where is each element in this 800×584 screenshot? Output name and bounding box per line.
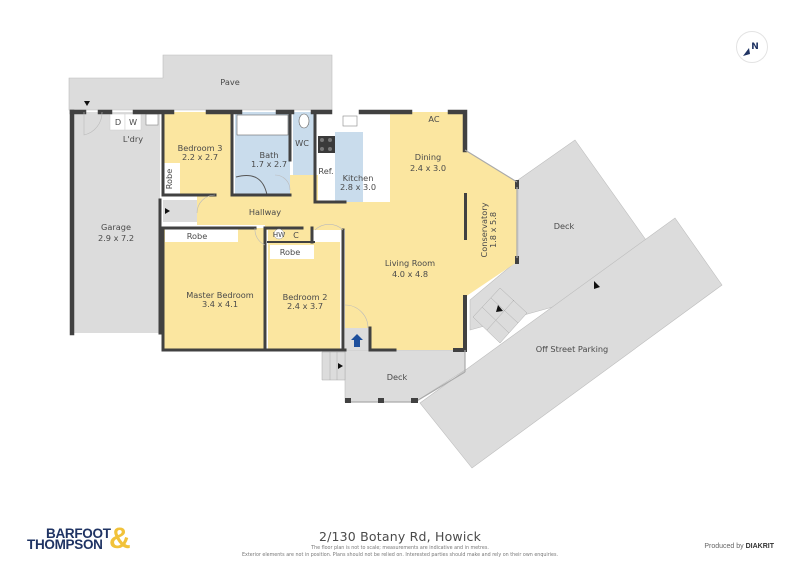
conservatory-divider [464,193,467,240]
room-label-garage: Garage [101,222,131,232]
dryer-label: D [115,117,121,127]
garage-door-arrow-icon [84,101,90,106]
room-label-front-deck: Deck [387,372,408,382]
exterior-areas [68,54,723,469]
robe-b3 [164,163,180,195]
property-address: 2/130 Botany Rd, Howick [318,529,482,544]
agency-name-line1: BARFOOT [46,526,111,541]
direction-arrows [84,101,600,369]
entry-arrow-icon [351,334,363,347]
garage-floor [72,112,160,333]
parking-arrow-icon [594,281,600,289]
agency-name-line2: THOMPSON [27,537,103,552]
toilet [298,113,310,129]
room-label-living: Living Room [385,258,435,268]
room-size-garage: 2.9 x 7.2 [98,233,134,243]
room-size-bedroom3: 2.2 x 2.7 [182,152,218,162]
room-label-wc: WC [295,138,309,148]
windows [345,149,518,403]
room-size-living: 4.0 x 4.8 [392,269,428,279]
room-label-bedroom2: Bedroom 2 [283,292,328,302]
room-label-bedroom3: Bedroom 3 [178,143,223,153]
room-size-dining: 2.4 x 3.0 [410,163,446,173]
disclaimer-line2: Exterior elements are not in position. P… [241,553,559,558]
room-label-hallway: Hallway [249,207,281,217]
room-size-bedroom2: 2.4 x 3.7 [287,301,323,311]
shower-curve [235,175,268,196]
living-left-strip [315,202,390,230]
front-steps [321,351,346,381]
aircon-label: AC [428,114,439,124]
disclaimer-line1: The floor plan is not to scale; measurem… [311,546,489,551]
pave-area [68,54,333,111]
walls [69,109,519,352]
room-label-pave: Pave [220,77,239,87]
hot-water-icon-label: HW [273,230,286,239]
robe-master-label: Robe [187,231,208,241]
robe-b3-label: Robe [164,169,174,190]
cooktop [318,136,335,153]
fixtures [109,113,467,259]
hall-entry [163,200,197,222]
svg-text:N: N [751,42,759,52]
producer-name: DIAKRIT [745,543,774,550]
room-label-dining: Dining [415,152,441,162]
room-size-conservatory: 1.8 x 5.8 [488,212,498,248]
room-label-kitchen: Kitchen [343,173,374,183]
washer-label: W [129,117,137,127]
kitchen-floor [335,132,363,202]
north-arrow-icon: N [743,42,759,56]
produced-by: Produced by DIAKRIT [704,543,774,550]
robe-master [165,229,238,242]
compass: N [736,31,768,63]
front-steps-arrow-icon [338,363,343,369]
bedroom2-floor [268,242,340,350]
agency-ampersand: & [109,522,131,555]
room-size-master: 3.4 x 4.1 [202,299,238,309]
room-size-bath: 1.7 x 2.7 [251,159,287,169]
bathtub [236,114,289,136]
master-floor [163,228,265,350]
hall-entry-arrow-icon [165,208,170,214]
laundry-sink [145,113,159,126]
room-label-laundry: L'dry [123,134,143,144]
deck-posts [345,398,418,403]
fridge-label: Ref. [318,166,333,176]
kitchen-sink [342,115,358,127]
room-label-master: Master Bedroom [186,290,254,300]
robe-b2 [270,245,314,259]
room-label-side-deck: Deck [554,221,575,231]
room-label-bath: Bath [259,150,278,160]
parking-area [419,217,723,469]
living-dining-floor [345,112,517,350]
room-label-conservatory: Conservatory [479,202,489,257]
robe-b2-label: Robe [280,247,301,257]
bedroom3-floor [163,112,232,195]
side-steps-arrow-icon [496,305,503,312]
cupboard-label: C [293,230,299,240]
room-label-parking: Off Street Parking [536,344,609,354]
door-swings [83,111,369,329]
room-labels: Pave L'dry D W Bedroom 3 2.2 x 2.7 Robe … [98,77,608,382]
room-size-kitchen: 2.8 x 3.0 [340,182,376,192]
agency-logo: BARFOOT THOMPSON & [27,522,147,559]
produced-by-prefix: Produced by [704,543,746,550]
wc-floor [293,112,315,175]
kitchen-counter [363,112,390,172]
hall-connector [290,175,320,205]
interior-rooms [163,112,517,350]
